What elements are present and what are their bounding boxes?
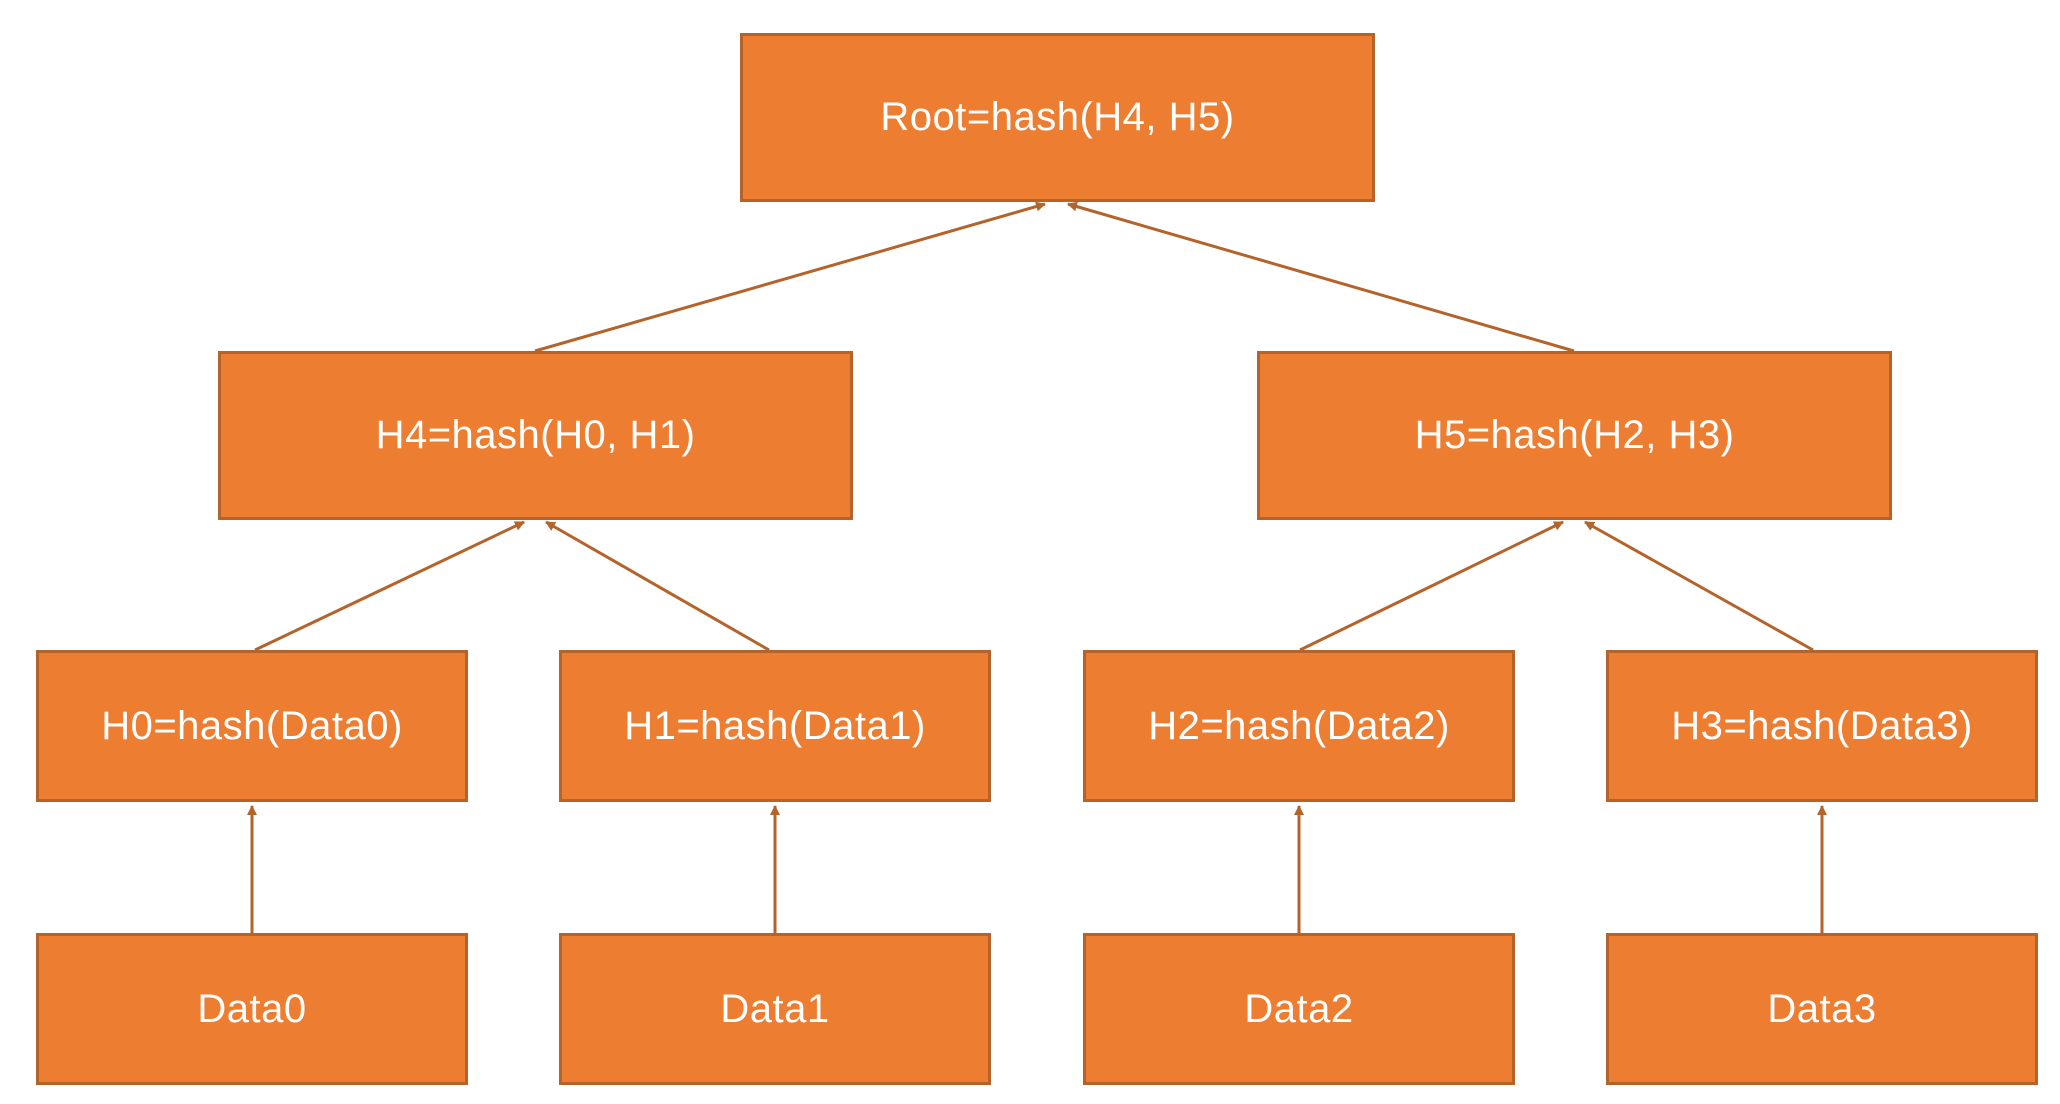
edge-h1-to-h4 <box>545 520 770 652</box>
h4-node-label: H4=hash(H0, H1) <box>375 413 696 457</box>
h0-node: H0=hash(Data0) <box>36 650 468 802</box>
root-node-label: Root=hash(H4, H5) <box>880 95 1235 139</box>
edge-h0-to-h4 <box>254 520 525 652</box>
h1-node: H1=hash(Data1) <box>559 650 991 802</box>
data0-node: Data0 <box>36 933 468 1085</box>
h1-node-label: H1=hash(Data1) <box>624 703 926 748</box>
edge-h2-to-h5 <box>1299 520 1564 652</box>
h5-node: H5=hash(H2, H3) <box>1257 351 1892 520</box>
h2-node: H2=hash(Data2) <box>1083 650 1515 802</box>
data2-node-label: Data2 <box>1244 986 1354 1031</box>
h0-node-label: H0=hash(Data0) <box>101 703 403 748</box>
data1-node: Data1 <box>559 933 991 1085</box>
data1-node-label: Data1 <box>720 986 830 1031</box>
h3-node-label: H3=hash(Data3) <box>1671 703 1973 748</box>
h2-node-label: H2=hash(Data2) <box>1148 703 1450 748</box>
data2-node: Data2 <box>1083 933 1515 1085</box>
edge-h4-to-root <box>534 201 1046 353</box>
h5-node-label: H5=hash(H2, H3) <box>1414 413 1735 457</box>
data0-node-label: Data0 <box>197 986 307 1031</box>
h4-node: H4=hash(H0, H1) <box>218 351 853 520</box>
data3-node: Data3 <box>1606 933 2038 1085</box>
h3-node: H3=hash(Data3) <box>1606 650 2038 802</box>
edge-h5-to-root <box>1067 201 1575 353</box>
edge-h3-to-h5 <box>1584 520 1814 652</box>
root-node: Root=hash(H4, H5) <box>740 33 1375 202</box>
data3-node-label: Data3 <box>1767 986 1877 1031</box>
